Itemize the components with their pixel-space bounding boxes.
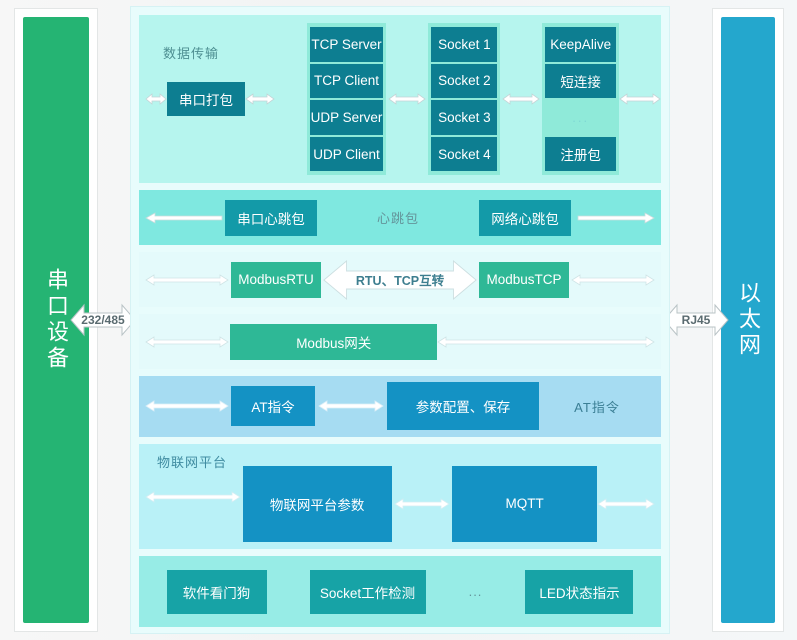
protocol-cell[interactable]: UDP Client [309, 136, 384, 172]
row-modbus-conversion: ModbusRTU RTU、TCP互转 ModbusTCP [139, 252, 661, 308]
parameter-config-save-box[interactable]: 参数配置、保存 [387, 382, 539, 431]
rtu-tcp-conversion-label: RTU、TCP互转 [355, 274, 445, 289]
at-command-right-label: AT指令 [574, 399, 620, 415]
arrow-gateway-right [437, 334, 655, 350]
protocol-column: TCP Server TCP Client UDP Server UDP Cli… [306, 23, 387, 176]
feature-column: KeepAlive 短连接 ... 注册包 [542, 23, 619, 176]
socket-cell[interactable]: Socket 4 [431, 136, 498, 172]
double-arrow-icon [388, 93, 427, 105]
arrow-at-middle [315, 398, 387, 414]
row-modbus-gateway: Modbus网关 [139, 314, 661, 369]
socket-monitor-box[interactable]: Socket工作检测 [309, 569, 426, 614]
serial-packing-box[interactable]: 串口打包 [167, 82, 245, 117]
socket-column: Socket 1 Socket 2 Socket 3 Socket 4 [428, 23, 501, 176]
arrow-at-left [145, 398, 231, 414]
socket-cell[interactable]: Socket 1 [431, 27, 498, 62]
iot-platform-params-box[interactable]: 物联网平台参数 [242, 465, 392, 542]
led-status-box[interactable]: LED状态指示 [525, 569, 634, 614]
arrow-socket-to-feature [500, 15, 542, 183]
row-misc-features: 软件看门狗 Socket工作检测 ... LED状态指示 [139, 556, 661, 627]
double-arrow-icon [245, 93, 275, 105]
row-heartbeat: 串口心跳包 心跳包 网络心跳包 [139, 190, 661, 246]
single-arrow-right-icon [577, 212, 655, 224]
double-arrow-icon [145, 490, 241, 503]
double-arrow-icon [571, 273, 655, 286]
protocol-cell[interactable]: TCP Client [309, 63, 384, 99]
socket-cell[interactable]: Socket 3 [431, 100, 498, 135]
double-arrow-icon [145, 400, 229, 413]
device-function-panel: 数据传输 串口打包 TCP Server TCP Client [130, 6, 670, 634]
row-at-command: AT指令 参数配置、保存 AT指令 [139, 375, 661, 437]
feature-cell-keepalive[interactable]: KeepAlive [545, 27, 616, 62]
iot-platform-caption: 物联网平台 [157, 454, 228, 470]
double-arrow-icon [502, 93, 541, 105]
double-arrow-icon [663, 303, 729, 337]
ethernet-label: 以太网 [736, 281, 761, 359]
single-arrow-left-icon [145, 212, 223, 224]
feature-cell-ellipsis: ... [572, 110, 590, 126]
arrow-iot-left [145, 489, 243, 505]
modbus-rtu-box[interactable]: ModbusRTU [231, 261, 321, 298]
double-arrow-icon [437, 335, 655, 348]
serial-device-label: 串口设备 [44, 268, 69, 372]
arrow-iot-right [597, 496, 655, 512]
arrow-protocol-to-socket [386, 15, 428, 183]
protocol-cell[interactable]: UDP Server [309, 100, 384, 135]
arrow-heartbeat-left [145, 211, 225, 225]
at-command-box[interactable]: AT指令 [231, 386, 315, 427]
row-iot-platform: 物联网平台 物联网平台参数 MQTT [139, 443, 661, 550]
modbus-tcp-box[interactable]: ModbusTCP [479, 261, 569, 298]
feature-cell-short-connection[interactable]: 短连接 [545, 63, 616, 99]
arrow-modbus-left [145, 272, 231, 288]
arrow-iot-middle [392, 496, 453, 512]
double-arrow-icon [145, 273, 229, 286]
row-data-transmission: 数据传输 串口打包 TCP Server TCP Client [139, 15, 661, 184]
rtu-tcp-conversion-arrow: RTU、TCP互转 [323, 259, 477, 300]
network-heartbeat-box[interactable]: 网络心跳包 [479, 199, 571, 236]
arrow-panel-to-pack [145, 91, 167, 107]
double-arrow-icon [619, 93, 661, 105]
double-arrow-icon [597, 497, 655, 510]
arrow-feature-to-panel-edge [619, 15, 661, 183]
data-transmission-caption: 数据传输 [163, 46, 220, 61]
misc-ellipsis: ... [468, 584, 483, 600]
arrow-heartbeat-right [571, 211, 655, 225]
double-arrow-icon [318, 400, 384, 413]
heartbeat-center-label: 心跳包 [376, 211, 419, 227]
ethernet-fill: 以太网 [721, 17, 775, 623]
arrow-gateway-left [145, 334, 230, 350]
connector-rj45-label: RJ45 [681, 313, 711, 327]
protocol-cell[interactable]: TCP Server [309, 27, 384, 62]
connector-232-485: 232/485 [70, 296, 136, 344]
feature-cell-register-packet[interactable]: 注册包 [545, 136, 616, 172]
software-watchdog-box[interactable]: 软件看门狗 [166, 569, 267, 614]
serial-heartbeat-box[interactable]: 串口心跳包 [225, 199, 317, 236]
socket-cell[interactable]: Socket 2 [431, 63, 498, 99]
connector-232-485-label: 232/485 [81, 313, 125, 327]
connector-rj45: RJ45 [663, 296, 729, 344]
modbus-gateway-box[interactable]: Modbus网关 [230, 323, 437, 360]
double-arrow-icon [145, 335, 229, 348]
arrow-modbus-right [569, 272, 655, 288]
arrow-pack-to-protocol [245, 91, 275, 107]
ethernet-pillar: 以太网 [712, 8, 784, 632]
mqtt-box[interactable]: MQTT [452, 465, 597, 542]
bidirectional-block-arrow-icon [323, 259, 477, 300]
double-arrow-icon [145, 93, 167, 106]
double-arrow-icon [394, 497, 450, 510]
